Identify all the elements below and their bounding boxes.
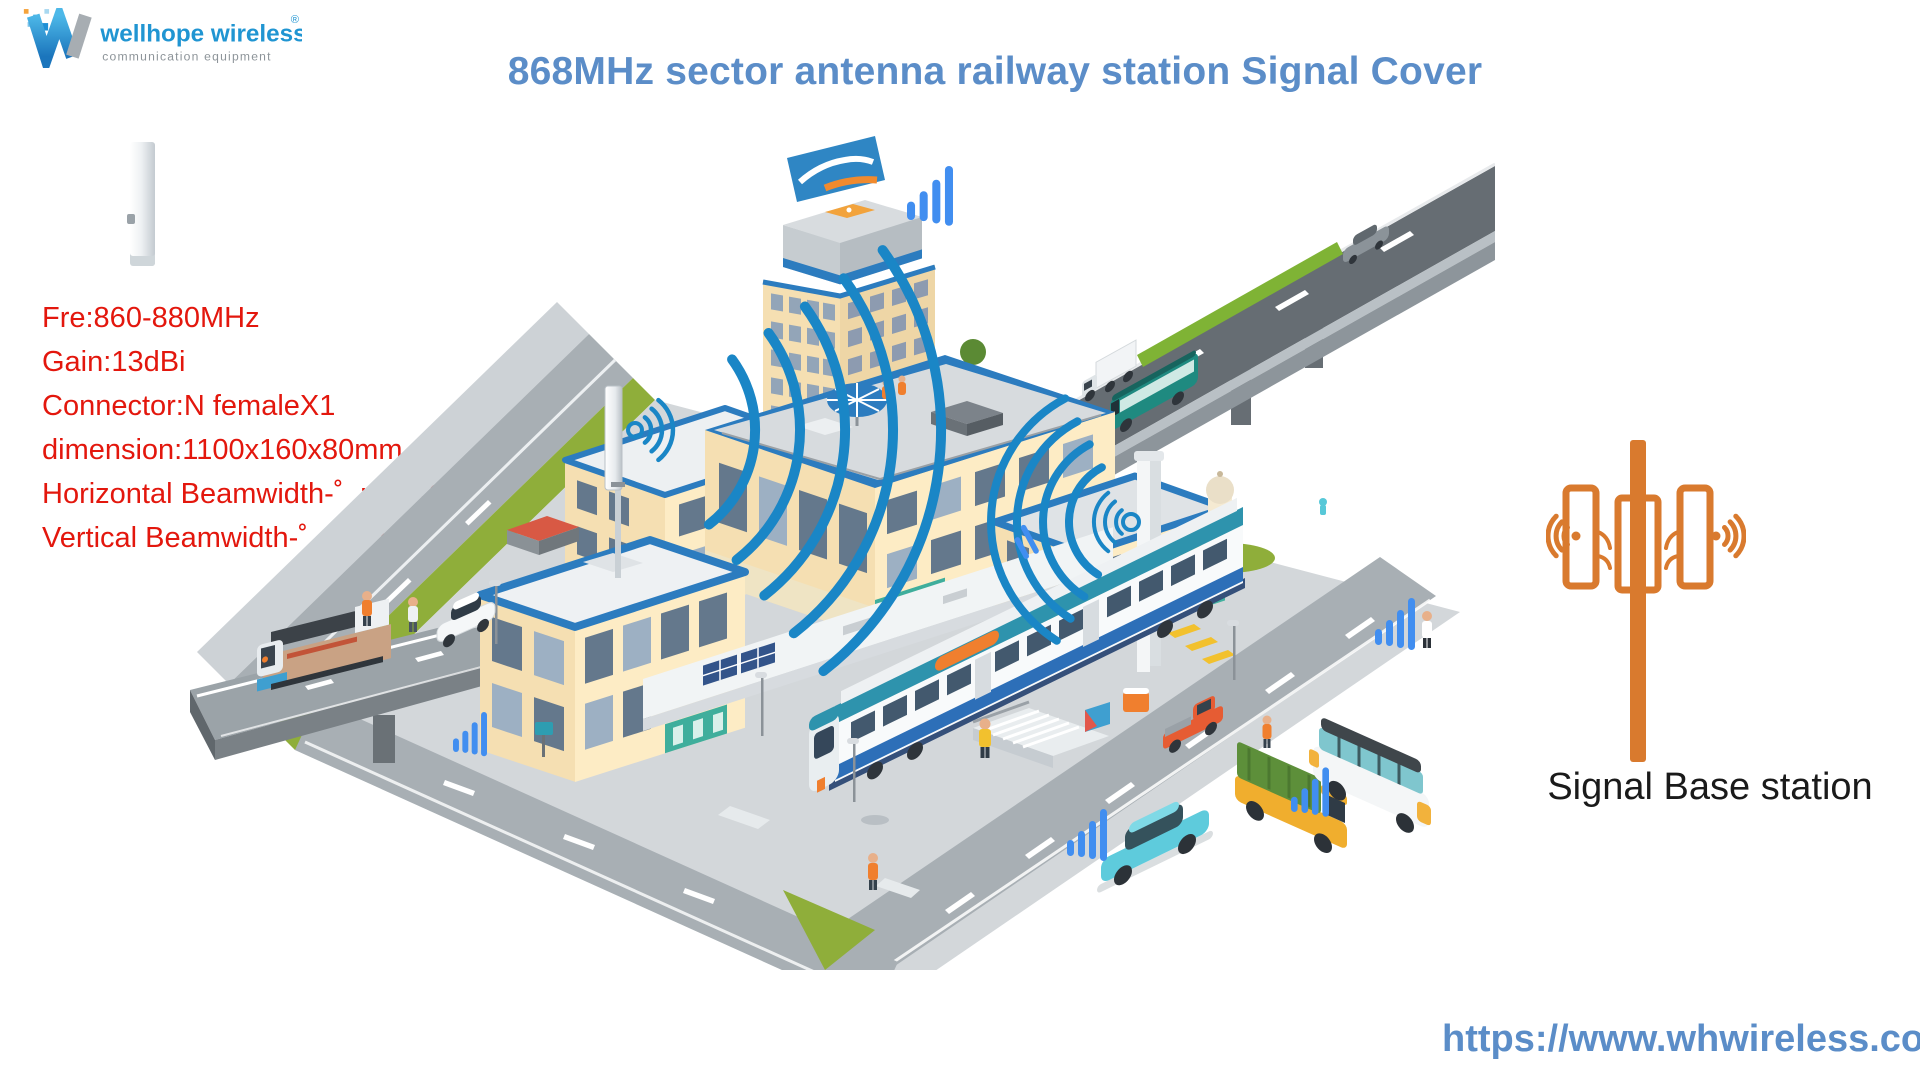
highway-car — [1343, 224, 1389, 265]
transit-sign — [535, 722, 553, 757]
spec-connector: Connector:N femaleX1 — [42, 390, 336, 422]
radio-waves-right — [1711, 513, 1746, 559]
antenna-mount-bracket — [127, 214, 135, 224]
signal-bars-tower — [907, 165, 953, 226]
signal-bars-buses — [1291, 767, 1329, 817]
signal-ticks-roof — [1014, 524, 1039, 560]
logo-w-icon — [23, 8, 92, 68]
teal-minibus — [1309, 718, 1431, 833]
signal-waves-main — [626, 245, 946, 677]
logo-registered-mark: ® — [291, 14, 300, 26]
cyan-car — [1097, 801, 1213, 893]
logo-brand-text: wellhope wireless — [99, 21, 302, 48]
wellhope-wireless-logo: wellhope wireless ® communication equipm… — [23, 8, 302, 68]
train — [809, 497, 1245, 793]
railway-station-illustration — [190, 136, 1495, 970]
stairs — [972, 688, 1149, 768]
radio-waves-left — [1546, 513, 1581, 559]
antenna-panel-center — [1614, 494, 1662, 594]
red-pickup — [1163, 696, 1223, 753]
page-title: 868MHz sector antenna railway station Si… — [507, 50, 1483, 93]
red-shed — [507, 516, 579, 555]
left-building — [476, 536, 749, 782]
signal-bars-plaza — [1067, 809, 1107, 861]
website-url: https://www.whwireless.com — [1442, 1018, 1920, 1060]
spec-gain: Gain:13dBi — [42, 346, 186, 378]
street-lamps — [489, 580, 1239, 802]
spec-dimension: dimension:1100x160x80mm — [42, 434, 403, 466]
antenna-panel-left — [1562, 484, 1600, 590]
distant-person — [1319, 498, 1327, 515]
white-car — [436, 592, 496, 648]
spec-frequency: Fre:860-880MHz — [42, 302, 260, 334]
tower-pole — [1630, 440, 1646, 762]
street-dashes — [945, 617, 1375, 914]
signal-waves-secondary — [987, 394, 1141, 645]
rooftop-billboard — [787, 136, 885, 202]
rooftop-sector-antenna — [604, 385, 625, 578]
logo-tagline: communication equipment — [102, 49, 271, 63]
antenna-panel-right — [1676, 484, 1714, 590]
base-station-icon — [1546, 440, 1746, 762]
sector-antenna-product-image — [127, 142, 155, 266]
signal-bars-left — [453, 712, 487, 757]
highway-truck — [1082, 339, 1137, 402]
rooftop-logo-panel — [825, 204, 875, 218]
ticket-kiosk — [1085, 688, 1149, 732]
pedestrians — [362, 498, 1432, 890]
base-station-label: Signal Base station — [1547, 766, 1873, 808]
signal-bars-sidewalk — [1375, 598, 1415, 650]
